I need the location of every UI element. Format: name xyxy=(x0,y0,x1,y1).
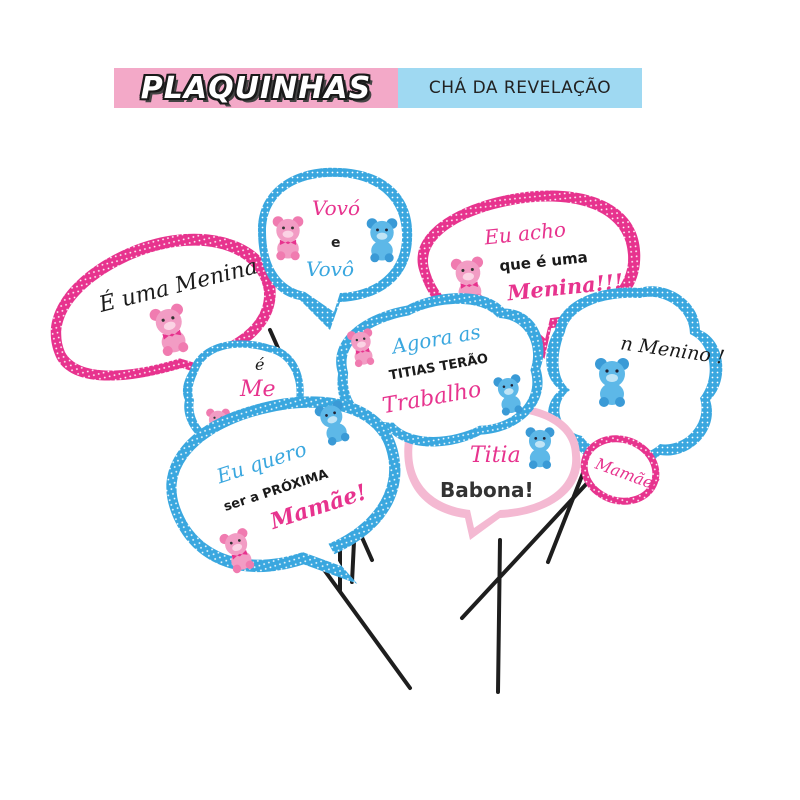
product-banner: PLAQUINHAS CHÁ DA REVELAÇÃO xyxy=(114,68,642,108)
sign-agora-as-titias: Agora as TITIAS TERÃO Trabalho xyxy=(336,293,544,447)
banner-title: PLAQUINHAS xyxy=(140,70,372,106)
sign-menino: n Menino ! xyxy=(546,286,726,468)
sign-e-uma-menina: É uma Menina ! xyxy=(50,233,276,385)
sign-text: e xyxy=(331,235,341,251)
stick xyxy=(496,538,502,694)
sign-vovo-e-vovo: Vovó e Vovô xyxy=(258,167,413,330)
banner-subtitle-panel: CHÁ DA REVELAÇÃO xyxy=(398,68,642,108)
sign-text: Titia xyxy=(470,443,521,468)
sign-text: Vovó xyxy=(312,196,360,220)
sign-text: Me xyxy=(239,377,276,402)
banner-title-panel: PLAQUINHAS xyxy=(114,68,398,108)
sign-text: Vovô xyxy=(306,257,354,281)
sign-text: Babona! xyxy=(440,478,534,502)
sign-mamae-small: Mamãe! xyxy=(580,435,662,505)
sign-text: é xyxy=(255,355,264,374)
sign-eu-quero: Eu quero ser a PRÓXIMA Mamãe! xyxy=(166,396,401,584)
banner-subtitle: CHÁ DA REVELAÇÃO xyxy=(428,78,612,98)
stick xyxy=(460,478,592,620)
